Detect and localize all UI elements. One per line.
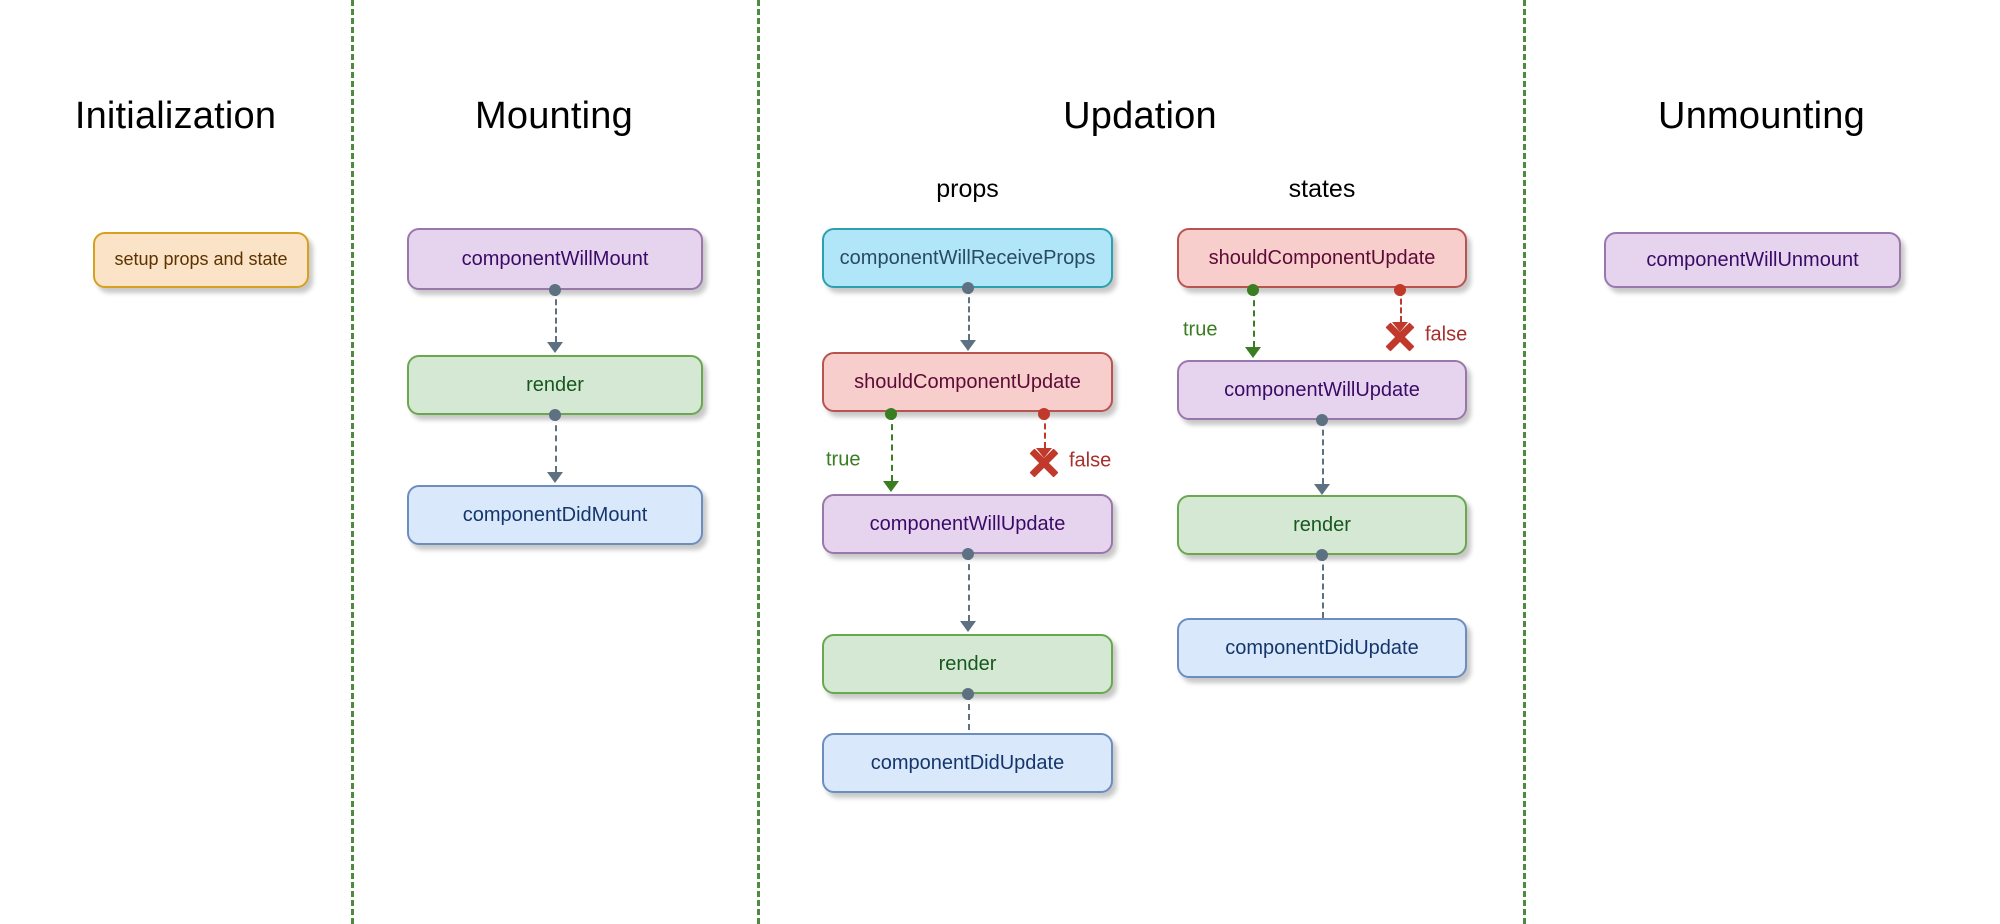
node-component-will-update-props[interactable]: componentWillUpdate bbox=[822, 494, 1113, 554]
blocked-x-icon-props bbox=[1027, 446, 1061, 480]
phase-title-unmounting: Unmounting bbox=[1658, 95, 1865, 137]
divider-mounting-updation bbox=[757, 0, 760, 924]
node-render-props[interactable]: render bbox=[822, 634, 1113, 694]
divider-initialization-mounting bbox=[351, 0, 354, 924]
phase-title-initialization: Initialization bbox=[74, 95, 277, 137]
node-should-component-update-props[interactable]: shouldComponentUpdate bbox=[822, 352, 1113, 412]
node-component-did-update-props[interactable]: componentDidUpdate bbox=[822, 733, 1113, 793]
branch-label-props-true: true bbox=[826, 448, 861, 471]
node-render-mounting[interactable]: render bbox=[407, 355, 703, 415]
phase-title-mounting: Mounting bbox=[475, 95, 633, 137]
branch-label-props-false: false bbox=[1069, 449, 1112, 472]
node-component-did-mount[interactable]: componentDidMount bbox=[407, 485, 703, 545]
branch-label-states-false: false bbox=[1425, 323, 1468, 346]
node-component-will-update-states[interactable]: componentWillUpdate bbox=[1177, 360, 1467, 420]
node-component-will-mount[interactable]: componentWillMount bbox=[407, 228, 703, 290]
node-component-did-update-states[interactable]: componentDidUpdate bbox=[1177, 618, 1467, 678]
phase-title-updation: Updation bbox=[1063, 95, 1217, 137]
blocked-x-icon-states bbox=[1383, 320, 1417, 354]
branch-label-states-true: true bbox=[1183, 318, 1218, 341]
divider-updation-unmounting bbox=[1523, 0, 1526, 924]
node-should-component-update-states[interactable]: shouldComponentUpdate bbox=[1177, 228, 1467, 288]
subheader-states: states bbox=[1288, 175, 1356, 203]
subheader-props: props bbox=[936, 175, 999, 203]
node-component-will-receive-props[interactable]: componentWillReceiveProps bbox=[822, 228, 1113, 288]
node-setup-props-and-state[interactable]: setup props and state bbox=[93, 232, 309, 288]
node-component-will-unmount[interactable]: componentWillUnmount bbox=[1604, 232, 1901, 288]
node-render-states[interactable]: render bbox=[1177, 495, 1467, 555]
